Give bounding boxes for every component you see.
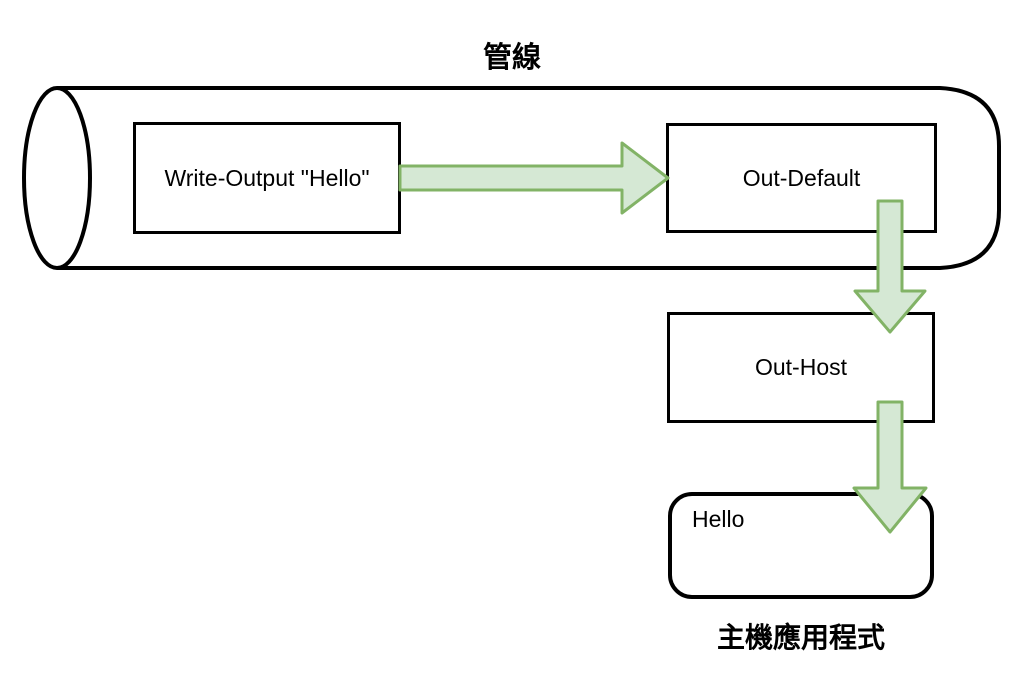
node-out-default-label: Out-Default (742, 164, 861, 191)
node-out-host: Out-Host (667, 312, 935, 423)
node-write-output: Write-Output "Hello" (133, 122, 401, 234)
node-hello-output: Hello (668, 492, 934, 599)
node-write-output-label: Write-Output "Hello" (164, 164, 370, 191)
cylinder-left-cap (22, 86, 92, 270)
host-application-label: 主機應用程式 (716, 622, 885, 653)
diagram-title: 管線 (482, 42, 541, 74)
arrow-right-icon (398, 141, 670, 215)
node-out-host-label: Out-Host (754, 354, 848, 380)
node-hello-label: Hello (692, 506, 745, 532)
node-out-default: Out-Default (666, 123, 937, 233)
